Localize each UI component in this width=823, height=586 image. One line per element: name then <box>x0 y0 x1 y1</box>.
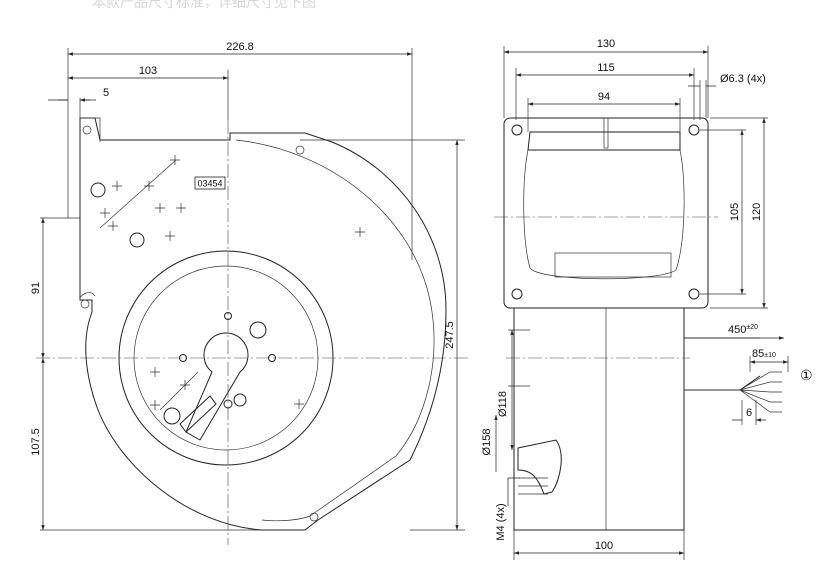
dim-overall-width-label: 226.8 <box>226 41 254 53</box>
dim-flange-width-label: 130 <box>597 38 615 50</box>
dim-flange-offset-label: 5 <box>103 87 109 99</box>
dim-motor-width-label: 100 <box>595 540 613 552</box>
outlet-lower-box <box>554 252 672 278</box>
hole-flange-bottom <box>80 299 90 309</box>
hole-flange-top <box>82 125 92 135</box>
dim-hole-spacing-h-label: 115 <box>597 62 615 74</box>
dim-axis-to-bottom-label: 107.5 <box>30 428 42 456</box>
dim-hole-spacing-v-label: 105 <box>729 203 741 221</box>
dim-mount-screw-label: M4 (4x) <box>495 503 507 540</box>
watermark-text: 本款产品尺寸标准，详细尺寸见下图 <box>92 0 316 11</box>
flange-tab-bottom <box>79 292 96 301</box>
dim-strip-length-label: 85±10 <box>752 348 776 360</box>
outlet-body <box>523 149 685 280</box>
cross-marks <box>100 155 365 410</box>
dim-left-to-axis-label: 103 <box>139 65 157 77</box>
dim-overall-height-label: 247.5 <box>444 321 456 349</box>
dim-cable-length-label: 450±20 <box>728 324 758 336</box>
diagonal-guide <box>99 159 177 229</box>
motor-body <box>513 307 685 531</box>
dim-mount-screw-leader <box>507 477 520 506</box>
part-number-box <box>194 176 226 190</box>
flange-plate <box>503 117 709 309</box>
front-view: 03454 226.8 103 5 91 107.5 247.5 <box>30 41 470 545</box>
cable-grommet <box>163 407 181 425</box>
flange-hole-bl <box>511 288 523 300</box>
mount-screws <box>518 477 548 495</box>
hole-middle <box>129 232 145 248</box>
dim-outlet-width-label: 94 <box>598 91 610 103</box>
cable-callout: ① <box>800 367 813 383</box>
hole-upper-left <box>90 182 106 198</box>
dim-axis-to-hole-label: 91 <box>30 282 42 294</box>
keyhole-cutout <box>185 332 249 441</box>
dim-hole-diameter-label: Ø6.3 (4x) <box>720 73 766 85</box>
flange-hole-tl <box>511 124 523 136</box>
hole-motor-right <box>249 321 267 339</box>
dim-flange-height-label: 120 <box>751 203 763 221</box>
cable-wires <box>739 371 782 413</box>
side-view: 130 115 Ø6.3 (4x) 94 105 120 450±20 85±1… <box>481 38 813 560</box>
hole-housing-top <box>295 145 305 155</box>
dim-mount-diameter-label: Ø158 <box>481 429 493 456</box>
flange-hole-br <box>688 288 700 300</box>
outlet-step <box>603 117 609 149</box>
housing-inner-edge <box>235 139 435 522</box>
dim-wire-end-label: 6 <box>746 407 752 419</box>
cable-clamp <box>179 395 217 433</box>
mounting-foot <box>517 439 562 495</box>
front-extension-lines <box>40 48 465 531</box>
side-extension-lines <box>503 46 789 560</box>
hole-housing-bottom <box>309 512 319 522</box>
part-number: 03454 <box>197 179 222 189</box>
hole-small-5 <box>233 393 247 407</box>
flange-hole-tr <box>688 124 700 136</box>
housing-outline <box>79 117 447 531</box>
diagonal-guide-2 <box>159 371 199 411</box>
dim-motor-diameter-label: Ø118 <box>497 391 509 417</box>
flange-tab-top <box>80 117 101 142</box>
